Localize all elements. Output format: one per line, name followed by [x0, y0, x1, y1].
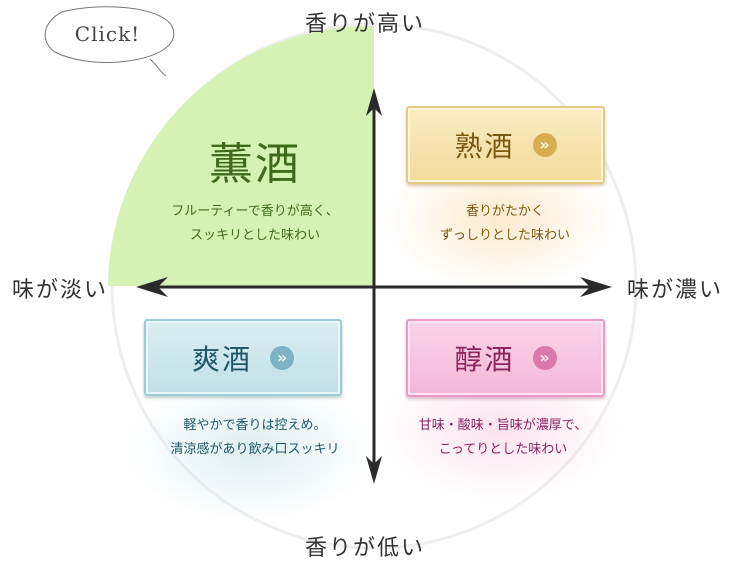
axis-label-taste-light: 味が淡い: [12, 278, 109, 303]
soushu-wash: [125, 380, 375, 520]
double-chevron-right-icon: »: [532, 133, 557, 157]
kunshu-description-line1: フルーティーで香りが高く、: [171, 204, 339, 219]
soushu-description: 軽やかで香りは控えめ。 清涼感があり飲み口スッキリ: [150, 414, 360, 462]
soushu-label: 爽酒: [191, 342, 252, 376]
axis-arrow-left: [136, 277, 168, 297]
soushu-description-line2: 清涼感があり飲み口スッキリ: [170, 442, 340, 457]
kunshu-title[interactable]: 薫酒: [209, 139, 301, 190]
jukushu-description-line2: ずっしりとした味わい: [439, 228, 570, 243]
kunshu-quadrant[interactable]: [108, 25, 374, 286]
junshu-label: 醇酒: [454, 343, 515, 376]
double-chevron-right-icon: »: [270, 345, 294, 370]
junshu-button[interactable]: 醇酒 »: [406, 319, 605, 397]
junshu-description: 甘味・酸味・旨味が濃厚で、 こってりとした味わい: [403, 414, 603, 462]
axis-arrow-right: [580, 277, 612, 297]
axis-label-aroma-high: 香りが高い: [305, 12, 426, 37]
click-bubble-text: Click!: [74, 22, 141, 46]
jukushu-label: 熟酒: [454, 130, 515, 163]
axis-arrow-up: [366, 88, 382, 116]
click-bubble-outline: [44, 6, 175, 63]
kunshu-description-line2: スッキリとした味わい: [189, 228, 320, 243]
soushu-button[interactable]: 爽酒 »: [144, 319, 342, 396]
jukushu-wash: [385, 150, 615, 290]
axis-arrow-down: [366, 456, 382, 484]
kunshu-description: フルーティーで香りが高く、 スッキリとした味わい: [160, 200, 350, 248]
jukushu-button[interactable]: 熟酒 »: [406, 106, 605, 184]
junshu-description-line2: こってりとした味わい: [438, 442, 568, 457]
jukushu-description: 香りがたかく ずっしりとした味わい: [410, 200, 600, 248]
click-bubble-tail: [149, 58, 167, 77]
double-chevron-right-icon: »: [532, 346, 557, 370]
soushu-description-line1: 軽やかで香りは控えめ。: [183, 418, 327, 433]
axis-label-taste-rich: 味が濃い: [627, 278, 724, 303]
axis-label-aroma-low: 香りが低い: [305, 536, 426, 561]
junshu-description-line1: 甘味・酸味・旨味が濃厚で、: [418, 418, 588, 433]
jukushu-description-line1: 香りがたかく: [465, 204, 544, 219]
